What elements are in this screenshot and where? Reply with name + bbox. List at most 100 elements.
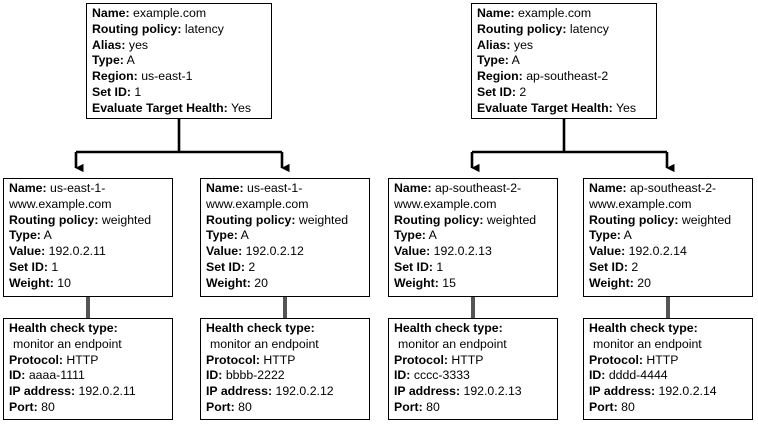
weighted-record-0-value-value: 192.0.2.11: [48, 244, 106, 259]
weighted-record-box-2[interactable]: Name: ap-southeast-2- www.example.com Ro…: [388, 178, 558, 297]
health-check-3-protocol-value: HTTP: [646, 352, 679, 367]
label-region: Region:: [92, 69, 138, 84]
label-value: Value:: [206, 244, 243, 259]
weighted-record-1-type-value: A: [240, 228, 249, 243]
alias-record-0-type-value: A: [126, 53, 135, 68]
weighted-record-3-name-line2: www.example.com: [589, 196, 692, 211]
connector-left-group: [74, 119, 290, 173]
weighted-record-1-setid-value: 2: [248, 259, 256, 274]
health-check-2-type-row: Health check type:: [394, 321, 553, 337]
label-name: Name:: [589, 181, 627, 195]
weighted-record-1-routing-value: weighted: [298, 212, 349, 227]
health-check-3-type-row: Health check type:: [589, 321, 748, 337]
label-alias: Alias:: [92, 37, 126, 52]
label-set-id: Set ID:: [92, 84, 131, 99]
health-check-box-1[interactable]: Health check type: monitor an endpoint P…: [200, 318, 370, 420]
weighted-record-3-type-value: A: [623, 228, 632, 243]
weighted-record-box-3[interactable]: Name: ap-southeast-2- www.example.com Ro…: [583, 178, 753, 297]
health-check-0-type-row: Health check type:: [9, 321, 168, 337]
health-check-2-protocol-value: HTTP: [451, 352, 484, 367]
label-weight: Weight:: [9, 275, 54, 290]
weighted-record-1-routing-row: Routing policy: weighted: [206, 213, 365, 229]
label-health-check-type: Health check type:: [589, 321, 698, 335]
health-check-0-id-value: aaaa-1111: [28, 368, 85, 383]
label-evaluate-target-health: Evaluate Target Health:: [477, 100, 613, 115]
weighted-record-box-0[interactable]: Name: us-east-1- www.example.com Routing…: [3, 178, 173, 297]
weighted-record-2-weight-value: 15: [442, 275, 456, 290]
weighted-record-2-setid-value: 1: [436, 259, 444, 274]
label-protocol: Protocol:: [206, 352, 260, 367]
weighted-record-box-1[interactable]: Name: us-east-1- www.example.com Routing…: [200, 178, 370, 297]
alias-record-0-setid-value: 1: [134, 84, 142, 99]
label-name: Name:: [9, 181, 47, 195]
alias-record-0-routing-row: Routing policy: latency: [92, 22, 267, 38]
alias-record-1-routing-row: Routing policy: latency: [477, 22, 652, 38]
health-check-0-port-value: 80: [41, 399, 55, 414]
alias-record-0-routing-value: latency: [184, 21, 224, 36]
alias-record-box-0[interactable]: Name: example.com Routing policy: latenc…: [86, 3, 272, 119]
alias-record-0-eth-row: Evaluate Target Health: Yes: [92, 101, 267, 117]
label-weight: Weight:: [206, 275, 251, 290]
health-check-box-0[interactable]: Health check type: monitor an endpoint P…: [3, 318, 173, 420]
alias-record-0-alias-row: Alias: yes: [92, 38, 267, 54]
weighted-record-0-value-row: Value: 192.0.2.11: [9, 244, 168, 260]
alias-record-1-type-row: Type: A: [477, 53, 652, 69]
label-ip-address: IP address:: [9, 384, 76, 399]
label-routing-policy: Routing policy:: [9, 212, 99, 227]
label-set-id: Set ID:: [477, 84, 516, 99]
weighted-record-1-type-row: Type: A: [206, 228, 365, 244]
health-check-0-ip-row: IP address: 192.0.2.11: [9, 384, 168, 400]
alias-record-1-routing-value: latency: [569, 21, 609, 36]
health-check-3-id-value: dddd-4444: [608, 368, 668, 383]
weighted-record-0-name-line1: us-east-1-: [50, 181, 106, 195]
weighted-record-3-weight-row: Weight: 20: [589, 276, 748, 292]
health-check-3-ip-value: 192.0.2.14: [658, 384, 717, 399]
label-name: Name:: [477, 6, 515, 20]
weighted-record-1-name-row: Name: us-east-1-: [206, 181, 365, 197]
alias-record-1-region-row: Region: ap-southeast-2: [477, 69, 652, 85]
health-check-box-2[interactable]: Health check type: monitor an endpoint P…: [388, 318, 558, 420]
label-protocol: Protocol:: [9, 352, 63, 367]
weighted-record-3-value-value: 192.0.2.14: [628, 244, 687, 259]
alias-record-1-alias-row: Alias: yes: [477, 38, 652, 54]
alias-record-0-region-row: Region: us-east-1: [92, 69, 267, 85]
label-id: ID:: [589, 368, 606, 383]
health-check-1-protocol-value: HTTP: [263, 352, 296, 367]
label-routing-policy: Routing policy:: [477, 21, 567, 36]
label-evaluate-target-health: Evaluate Target Health:: [92, 100, 228, 115]
weighted-record-3-routing-row: Routing policy: weighted: [589, 213, 748, 229]
weighted-record-1-value-row: Value: 192.0.2.12: [206, 244, 365, 260]
health-check-2-type-value: monitor an endpoint: [398, 336, 507, 351]
health-check-2-id-row: ID: cccc-3333: [394, 368, 553, 384]
label-id: ID:: [394, 368, 411, 383]
label-set-id: Set ID:: [9, 259, 48, 274]
label-name: Name:: [92, 6, 130, 20]
connector-health-checks: [86, 297, 670, 318]
weighted-record-3-setid-value: 2: [631, 259, 639, 274]
health-check-1-port-value: 80: [238, 399, 252, 414]
label-type: Type:: [9, 228, 41, 243]
health-check-1-type-value: monitor an endpoint: [210, 336, 319, 351]
alias-record-1-name-row: Name: example.com: [477, 6, 652, 22]
health-check-box-3[interactable]: Health check type: monitor an endpoint P…: [583, 318, 753, 420]
weighted-record-2-weight-row: Weight: 15: [394, 276, 553, 292]
weighted-record-0-name-row: Name: us-east-1-: [9, 181, 168, 197]
weighted-record-0-weight-value: 10: [57, 275, 71, 290]
weighted-record-3-weight-value: 20: [637, 275, 651, 290]
health-check-1-port-row: Port: 80: [206, 400, 365, 416]
health-check-1-type-row: Health check type:: [206, 321, 365, 337]
label-id: ID:: [206, 368, 223, 383]
alias-record-0-region-value: us-east-1: [141, 69, 193, 84]
alias-record-1-name-value: example.com: [518, 6, 592, 20]
weighted-record-2-type-row: Type: A: [394, 228, 553, 244]
label-type: Type:: [92, 53, 124, 68]
weighted-record-3-type-row: Type: A: [589, 228, 748, 244]
label-port: Port:: [394, 399, 423, 414]
health-check-0-protocol-value: HTTP: [66, 352, 99, 367]
alias-record-box-1[interactable]: Name: example.com Routing policy: latenc…: [471, 3, 657, 119]
weighted-record-2-routing-value: weighted: [486, 212, 537, 227]
label-value: Value:: [9, 244, 46, 259]
alias-record-0-setid-row: Set ID: 1: [92, 85, 267, 101]
alias-record-0-alias-value: yes: [128, 37, 149, 52]
